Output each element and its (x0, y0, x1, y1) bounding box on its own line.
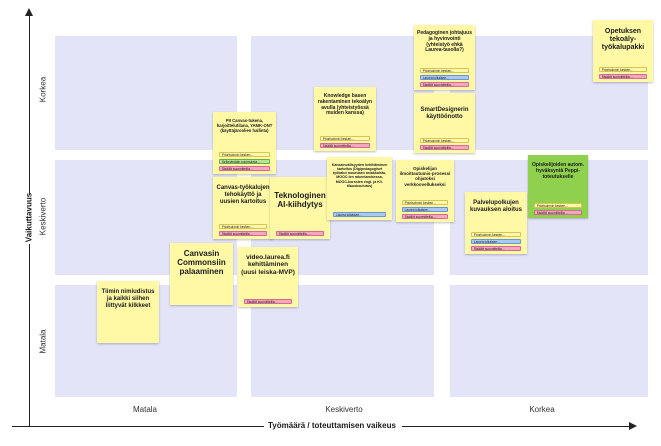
tag-laurea-julkaisee: Laurea julkaisee… (470, 239, 522, 244)
tag-laurea-julkaisee: Laurea julkaisee… (419, 75, 470, 80)
note-teknologinen-ai[interactable]: Teknologinen AI-kiihdytys Sisällöt suunn… (270, 177, 330, 239)
y-tick-korkea: Korkea (38, 76, 48, 103)
note-smartdesigner[interactable]: SmartDesignerin käyttöönotto Priorisoinn… (414, 93, 475, 153)
note-canvasin-commonsiin[interactable]: Canvasin Commonsiin palaaminen (170, 243, 233, 305)
note-opetuksen-tekoaly[interactable]: Opetuksen tekoäly-työkalupakki Priorisoi… (593, 20, 653, 82)
tag-sisallot: Sisällöt suunnitteilla… (319, 143, 371, 148)
zone-low-impact-high-effort (450, 285, 648, 397)
note-title: Opiskelijoiden autom. hyväksyntä Peppi-t… (532, 162, 584, 180)
note-opiskelijoiden-autom[interactable]: Opiskelijoiden autom. hyväksyntä Peppi-t… (528, 155, 588, 218)
note-title: Palvelupolkujen kuvauksen aloitus (469, 200, 523, 213)
note-title: SmartDesignerin käyttöönotto (420, 107, 469, 120)
tag-priorisointi: Priorisoinnin kesken… (218, 224, 268, 229)
note-pii-canvas-tukena[interactable]: PII Canvas-tukena, harjoittelutilana, YA… (213, 112, 276, 174)
note-title: Pedagoginen johtajuus ja hyvinvointi (yh… (417, 30, 473, 54)
note-title: Tiimin nimiudistus ja kaikki siihen liit… (101, 289, 155, 309)
zone-high-impact-low-effort (55, 36, 237, 150)
tag-sisallot: Sisällöt suunnitteilla… (419, 145, 470, 150)
y-axis-arrow-icon (25, 8, 33, 16)
note-title: Opiskelijan ilmoittautumis-prosessi ohja… (399, 166, 451, 187)
x-tick-korkea: Korkea (529, 405, 555, 414)
note-title: Canvasin Commonsiin palaaminen (177, 249, 226, 277)
tag-sisallot: Sisällöt suunnitteilla… (470, 246, 522, 251)
note-knowledge-base[interactable]: Knowledge basen rakentaminen tekoälyn av… (314, 87, 376, 151)
y-tick-matala: Matala (38, 329, 48, 354)
note-title: Knowledge basen rakentaminen tekoälyn av… (317, 93, 373, 117)
note-tiimin-nimiudistus[interactable]: Tiimin nimiudistus ja kaikki siihen liit… (97, 281, 159, 343)
x-axis-line-left (12, 426, 264, 427)
tag-laurea-julkaisee: Laurea julkaisee… (401, 207, 449, 212)
note-title: video.laurea.fi kehittäminen (uusi leisk… (241, 254, 295, 276)
note-video-laurea[interactable]: video.laurea.fi kehittäminen (uusi leisk… (238, 247, 298, 307)
note-palvelupolkujen[interactable]: Palvelupolkujen kuvauksen aloitus Priori… (465, 192, 527, 254)
tag-sisallot: Sisällöt suunnitteilla… (533, 210, 583, 215)
note-pedagoginen-johtajuus[interactable]: Pedagoginen johtajuus ja hyvinvointi (yh… (414, 25, 475, 90)
tag-priorisointi: Priorisoinnin kesken… (419, 138, 470, 143)
note-title: PII Canvas-tukena, harjoittelutilana, YA… (216, 118, 273, 133)
y-axis-line-upper (29, 14, 30, 194)
note-canvas-tyokalujen[interactable]: Canvas-työkalujen tehokäyttö ja uusien k… (213, 177, 273, 239)
note-title: Teknologinen AI-kiihdytys (274, 191, 326, 210)
y-axis-line-lower (29, 244, 30, 426)
tag-sisallot: Sisällöt suunnitteilla… (243, 299, 293, 304)
tag-selkeytetaan: Selkeytetään sopimuksia… (218, 159, 271, 164)
tag-sisallot: Sisällöt suunnitteilla… (275, 231, 325, 236)
x-tick-matala: Matala (132, 405, 157, 414)
tag-sisallot: Sisällöt suunnitteilla… (218, 231, 268, 236)
note-title: Opetuksen tekoäly-työkalupakki (601, 28, 645, 52)
tag-priorisointi: Priorisoinnin kesken… (470, 232, 522, 237)
tag-priorisointi: Priorisoinnin kesken… (419, 68, 470, 73)
tag-sisallot: Sisällöt suunnitteilla… (401, 214, 449, 219)
note-title: Canvas-työkalujen tehokäyttö ja uusien k… (216, 185, 270, 205)
note-title: Kansainvälisyyden kehittäminen kartoitus… (331, 163, 388, 188)
x-axis-arrow-icon (629, 422, 637, 430)
tag-priorisointi: Priorisoinnin kesken… (319, 136, 371, 141)
tag-sisallot: Sisällöt suunnitteilla… (218, 166, 271, 171)
tag-sisallot: Sisällöt suunnitteilla… (598, 74, 648, 79)
x-axis-line-right (402, 426, 630, 427)
tag-priorisointi: Priorisoinnin kesken… (401, 200, 449, 205)
tag-priorisointi: Priorisoinnin kesken… (533, 203, 583, 208)
tag-priorisointi: Priorisoinnin kesken… (218, 152, 271, 157)
y-tick-keskiverto: Keskiverto (38, 197, 48, 236)
note-kansainvalisyys[interactable]: Kansainvälisyyden kehittäminen kartoitus… (327, 157, 392, 220)
tag-sisallot: Sisällöt suunnitteilla… (419, 82, 470, 87)
y-axis-title: Vaikuttavuus (24, 192, 34, 243)
note-opiskelijan-ilmoittautumis[interactable]: Opiskelijan ilmoittautumis-prosessi ohja… (396, 160, 454, 222)
tag-laurea-julkaisee: Laurea julkaisee… (332, 212, 387, 217)
x-tick-keskiverto: Keskiverto (325, 405, 363, 414)
x-axis-title: Työmäärä / toteuttamisen vaikeus (268, 421, 396, 430)
tag-priorisointi: Priorisoinnin kesken… (598, 67, 648, 72)
